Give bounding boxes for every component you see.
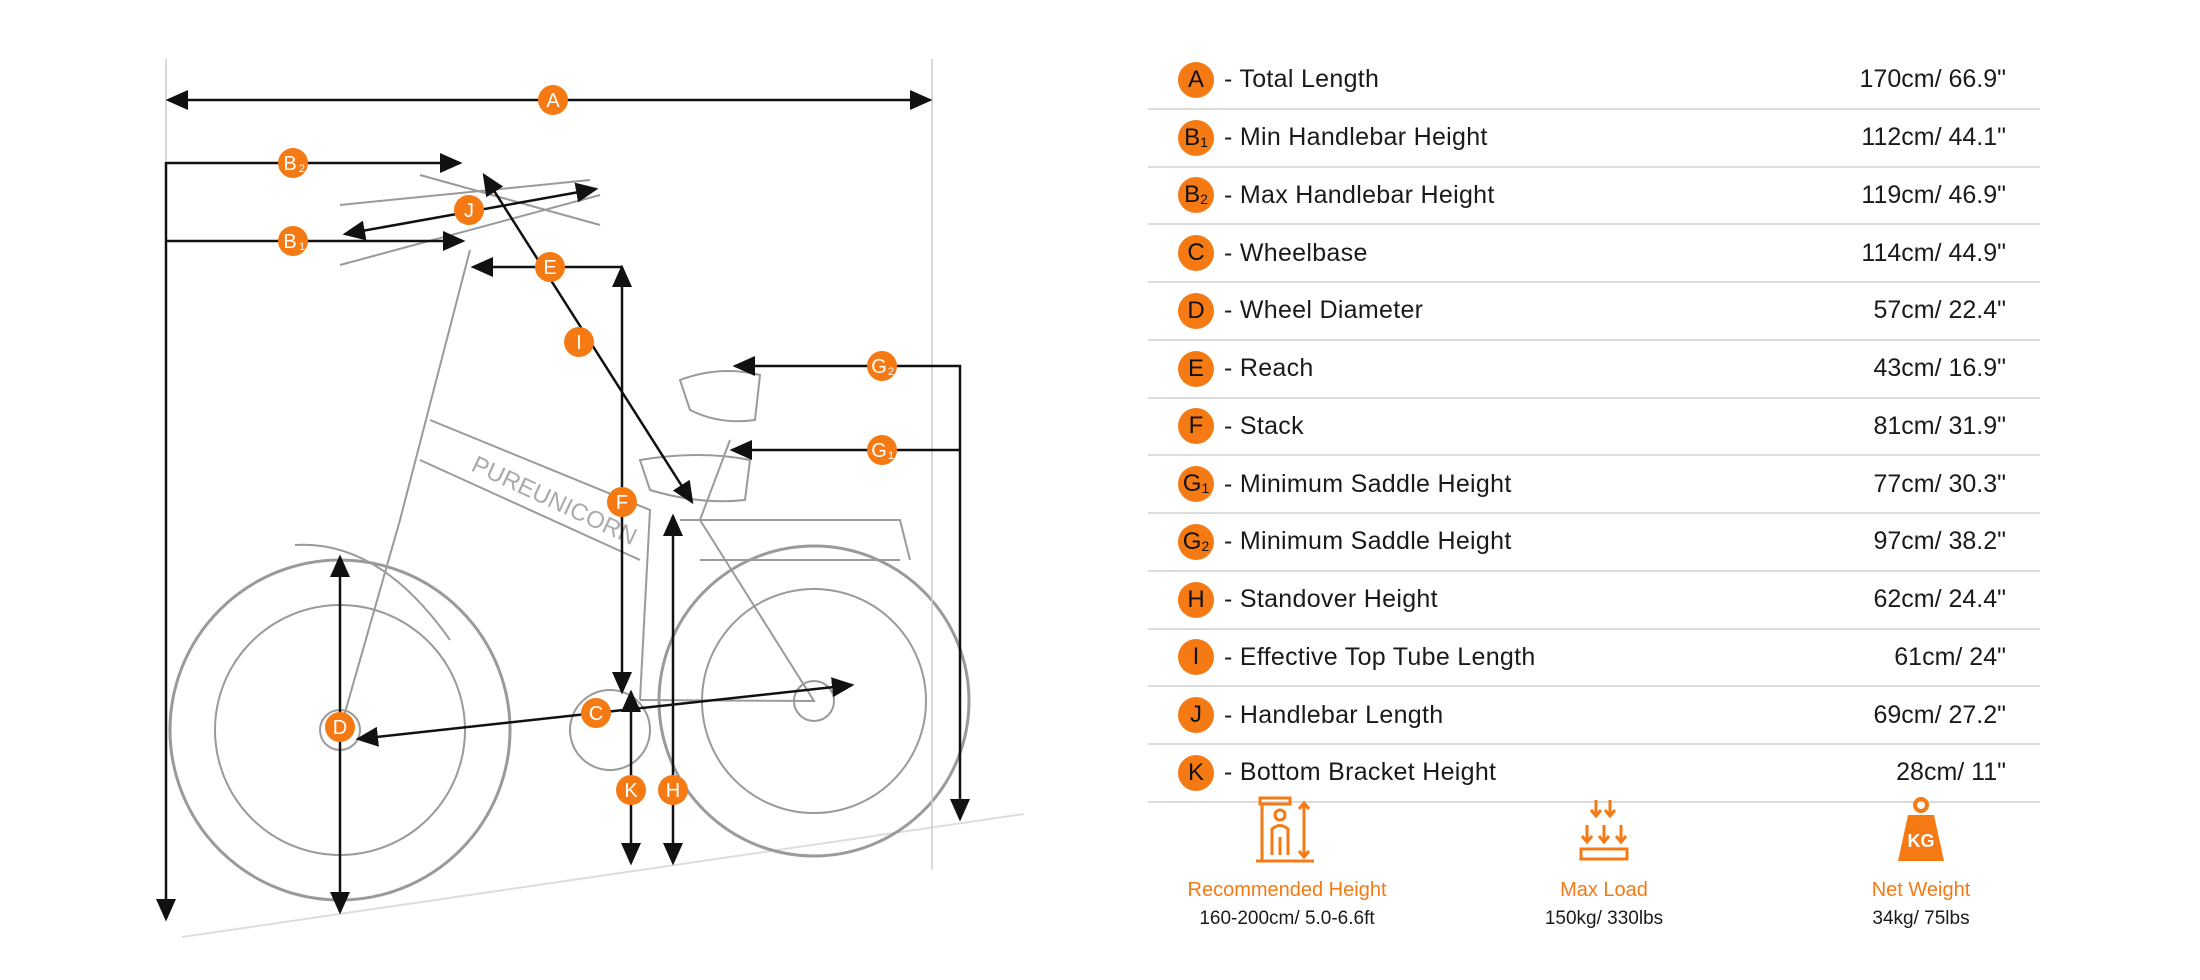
dim-label-a: A	[538, 85, 568, 115]
spec-value: 97cm/ 38.2"	[1873, 527, 2006, 556]
spec-badge: E	[1178, 350, 1214, 387]
feature-max-load: Max Load 150kg/ 330lbs	[1444, 795, 1764, 930]
spec-label: - Bottom Bracket Height	[1224, 758, 1497, 787]
dim-label-h: H	[658, 775, 688, 805]
spec-value: 81cm/ 31.9"	[1873, 411, 2006, 440]
spec-badge: H	[1178, 581, 1214, 618]
dim-label-k: K	[616, 775, 646, 805]
feature-recommended-height: Recommended Height 160-200cm/ 5.0-6.6ft	[1127, 795, 1447, 930]
dim-label-i: I	[564, 327, 594, 357]
spec-label: - Effective Top Tube Length	[1224, 642, 1536, 671]
feature-value: 160-200cm/ 5.0-6.6ft	[1199, 908, 1375, 929]
feature-title: Recommended Height	[1187, 879, 1387, 901]
spec-row: K - Bottom Bracket Height 28cm/ 11"	[1148, 745, 2040, 803]
max-load-icon	[1579, 800, 1629, 861]
spec-row: J - Handlebar Length 69cm/ 27.2"	[1148, 687, 2040, 745]
spec-badge: F	[1178, 408, 1214, 445]
spec-label: - Handlebar Length	[1224, 700, 1444, 729]
feature-title: Net Weight	[1871, 879, 1971, 901]
svg-text:1: 1	[299, 241, 305, 253]
feature-title: Max Load	[1560, 879, 1648, 901]
bike-illustration: PUREUNICORN	[168, 174, 1025, 938]
kg-text: KG	[1908, 831, 1935, 851]
dim-label-c: C	[581, 698, 611, 728]
spec-badge: J	[1178, 697, 1214, 734]
spec-label: - Wheelbase	[1224, 238, 1368, 267]
dim-label-e: E	[535, 252, 565, 282]
spec-value: 119cm/ 46.9"	[1861, 180, 2006, 209]
spec-label: - Total Length	[1224, 65, 1380, 94]
spec-value: 57cm/ 22.4"	[1873, 296, 2006, 325]
svg-text:I: I	[576, 332, 582, 354]
spec-value: 69cm/ 27.2"	[1873, 700, 2006, 729]
dim-label-d: D	[325, 712, 355, 742]
spec-label: - Max Handlebar Height	[1224, 180, 1495, 209]
dim-label-f: F	[607, 487, 637, 517]
spec-row: A - Total Length 170cm/ 66.9"	[1148, 52, 2040, 110]
svg-text:B: B	[283, 153, 296, 175]
spec-label: - Standover Height	[1224, 585, 1438, 614]
svg-text:C: C	[589, 703, 603, 725]
spec-row: I - Effective Top Tube Length 61cm/ 24"	[1148, 630, 2040, 688]
svg-text:B: B	[283, 231, 296, 253]
svg-text:E: E	[543, 257, 556, 279]
spec-value: 61cm/ 24"	[1894, 642, 2006, 671]
spec-value: 112cm/ 44.1"	[1861, 123, 2006, 152]
height-ruler-icon	[1256, 796, 1314, 863]
svg-text:D: D	[333, 717, 347, 739]
spec-label: - Minimum Saddle Height	[1224, 527, 1512, 556]
svg-text:2: 2	[299, 163, 305, 175]
svg-text:G: G	[871, 356, 887, 378]
weight-kg-icon: KG	[1898, 797, 1944, 861]
spec-label: - Reach	[1224, 354, 1314, 383]
spec-row: C - Wheelbase 114cm/ 44.9"	[1148, 225, 2040, 283]
spec-badge: K	[1178, 754, 1214, 791]
svg-text:H: H	[666, 780, 680, 802]
dim-label-j: J	[454, 195, 484, 225]
spec-label: - Stack	[1224, 411, 1304, 440]
svg-text:1: 1	[888, 450, 894, 462]
spec-value: 43cm/ 16.9"	[1873, 354, 2006, 383]
spec-value: 62cm/ 24.4"	[1873, 585, 2006, 614]
spec-row: H - Standover Height 62cm/ 24.4"	[1148, 572, 2040, 630]
spec-label: - Wheel Diameter	[1224, 296, 1424, 325]
spec-value: 170cm/ 66.9"	[1859, 65, 2006, 94]
spec-badge: A	[1178, 61, 1214, 98]
spec-badge: D	[1178, 292, 1214, 329]
svg-text:A: A	[546, 90, 560, 112]
spec-label: - Min Handlebar Height	[1224, 123, 1488, 152]
svg-text:F: F	[616, 492, 628, 514]
svg-text:2: 2	[888, 366, 894, 378]
spec-badge: I	[1178, 639, 1214, 676]
spec-row: D - Wheel Diameter 57cm/ 22.4"	[1148, 283, 2040, 341]
svg-text:J: J	[464, 200, 474, 222]
spec-row: E - Reach 43cm/ 16.9"	[1148, 341, 2040, 399]
spec-row: F - Stack 81cm/ 31.9"	[1148, 399, 2040, 457]
feature-value: 34kg/ 75lbs	[1872, 908, 1970, 929]
spec-label: - Minimum Saddle Height	[1224, 469, 1512, 498]
spec-value: 28cm/ 11"	[1896, 758, 2006, 787]
spec-value: 77cm/ 30.3"	[1873, 469, 2006, 498]
svg-text:G: G	[871, 440, 887, 462]
feature-net-weight: KG Net Weight 34kg/ 75lbs	[1761, 795, 2081, 930]
svg-text:K: K	[624, 780, 638, 802]
spec-value: 114cm/ 44.9"	[1861, 238, 2006, 267]
feature-value: 150kg/ 330lbs	[1544, 908, 1664, 929]
spec-badge: C	[1178, 235, 1214, 272]
